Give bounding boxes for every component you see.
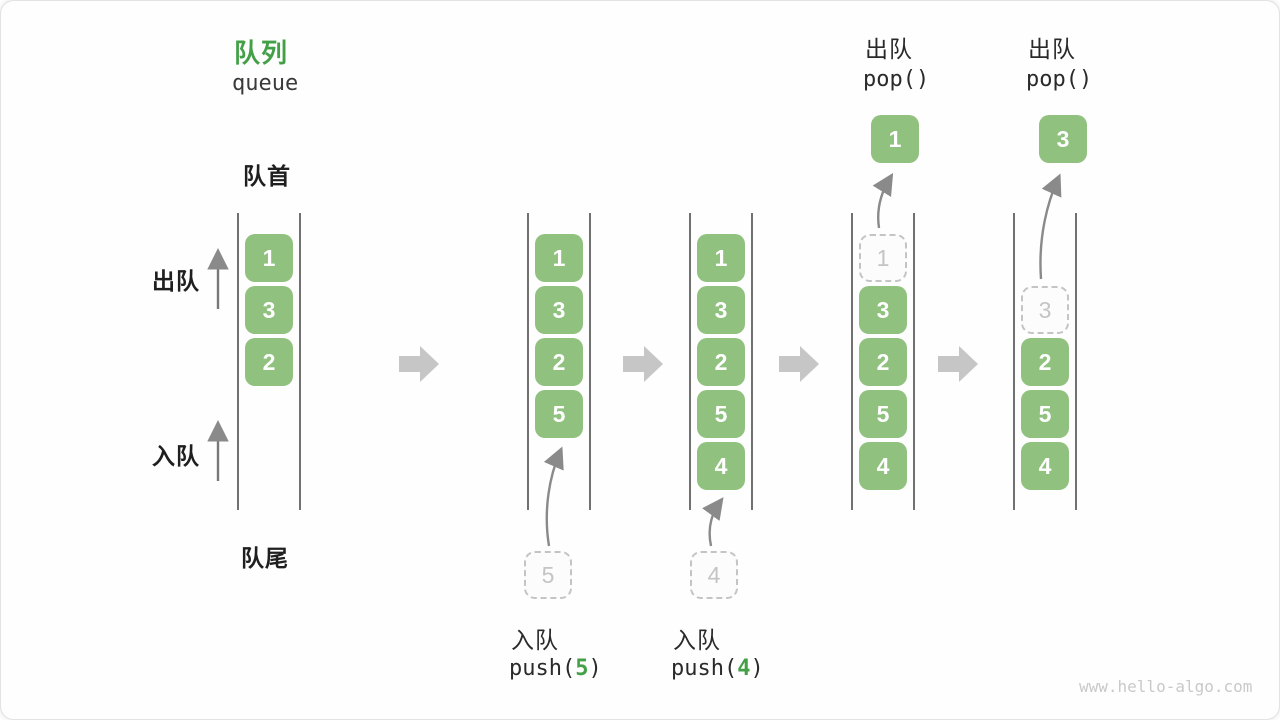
transition-arrow-icon xyxy=(623,346,663,382)
op-code-suffix: ) xyxy=(588,656,602,681)
removed-item-ghost: 3 xyxy=(1021,286,1069,334)
page-subtitle: queue xyxy=(232,71,299,96)
op-code-push-5: push(5) xyxy=(509,656,602,681)
pending-item-ghost: 5 xyxy=(524,551,572,599)
site-watermark: www.hello-algo.com xyxy=(1079,677,1253,696)
page-title: 队列 xyxy=(234,38,289,68)
label-enqueue-side: 入队 xyxy=(152,443,200,469)
pop-1-arrow-icon xyxy=(872,172,894,229)
queue-item: 5 xyxy=(859,390,907,438)
queue-item: 4 xyxy=(859,442,907,490)
op-code-push-4: push(4) xyxy=(671,656,764,681)
queue-item: 3 xyxy=(697,286,745,334)
op-label-dequeue: 出队 xyxy=(865,36,913,62)
operation-arrows xyxy=(543,172,1062,547)
state-transition-arrows xyxy=(399,346,978,382)
pending-item-ghost: 4 xyxy=(690,551,738,599)
queue-walls xyxy=(237,213,1077,510)
transition-arrow-icon xyxy=(779,346,819,382)
op-label-enqueue: 入队 xyxy=(511,627,559,653)
op-code-suffix: ) xyxy=(750,656,764,681)
op-code-prefix: push( xyxy=(509,656,576,681)
op-code-arg: 5 xyxy=(575,656,589,681)
queue-item: 3 xyxy=(245,286,293,334)
op-label-enqueue: 入队 xyxy=(673,627,721,653)
queue-item: 5 xyxy=(535,390,583,438)
op-code-pop: pop() xyxy=(863,67,930,92)
queue-item: 2 xyxy=(1021,338,1069,386)
op-code-prefix: push( xyxy=(671,656,738,681)
op-code-pop: pop() xyxy=(1026,67,1093,92)
queue-item: 2 xyxy=(859,338,907,386)
op-label-dequeue: 出队 xyxy=(1028,36,1076,62)
pop-3-arrow-icon xyxy=(1039,173,1062,280)
queue-item: 2 xyxy=(697,338,745,386)
queue-item: 5 xyxy=(1021,390,1069,438)
queue-item: 2 xyxy=(245,338,293,386)
transition-arrow-icon xyxy=(399,346,439,382)
label-queue-rear: 队尾 xyxy=(241,545,289,571)
removed-item-ghost: 1 xyxy=(859,234,907,282)
queue-item: 1 xyxy=(697,234,745,282)
popped-item: 1 xyxy=(871,115,919,163)
queue-item: 1 xyxy=(245,234,293,282)
queue-item: 4 xyxy=(1021,442,1069,490)
label-queue-front: 队首 xyxy=(243,163,291,189)
queue-item: 3 xyxy=(859,286,907,334)
transition-arrow-icon xyxy=(938,346,978,382)
op-code-arg: 4 xyxy=(737,656,751,681)
queue-item: 5 xyxy=(697,390,745,438)
queue-item: 4 xyxy=(697,442,745,490)
queue-item: 1 xyxy=(535,234,583,282)
queue-item: 2 xyxy=(535,338,583,386)
queue-item: 3 xyxy=(535,286,583,334)
label-dequeue-side: 出队 xyxy=(152,268,200,294)
push-4-arrow-icon xyxy=(702,497,724,547)
push-5-arrow-icon xyxy=(543,446,564,547)
popped-item: 3 xyxy=(1039,115,1087,163)
